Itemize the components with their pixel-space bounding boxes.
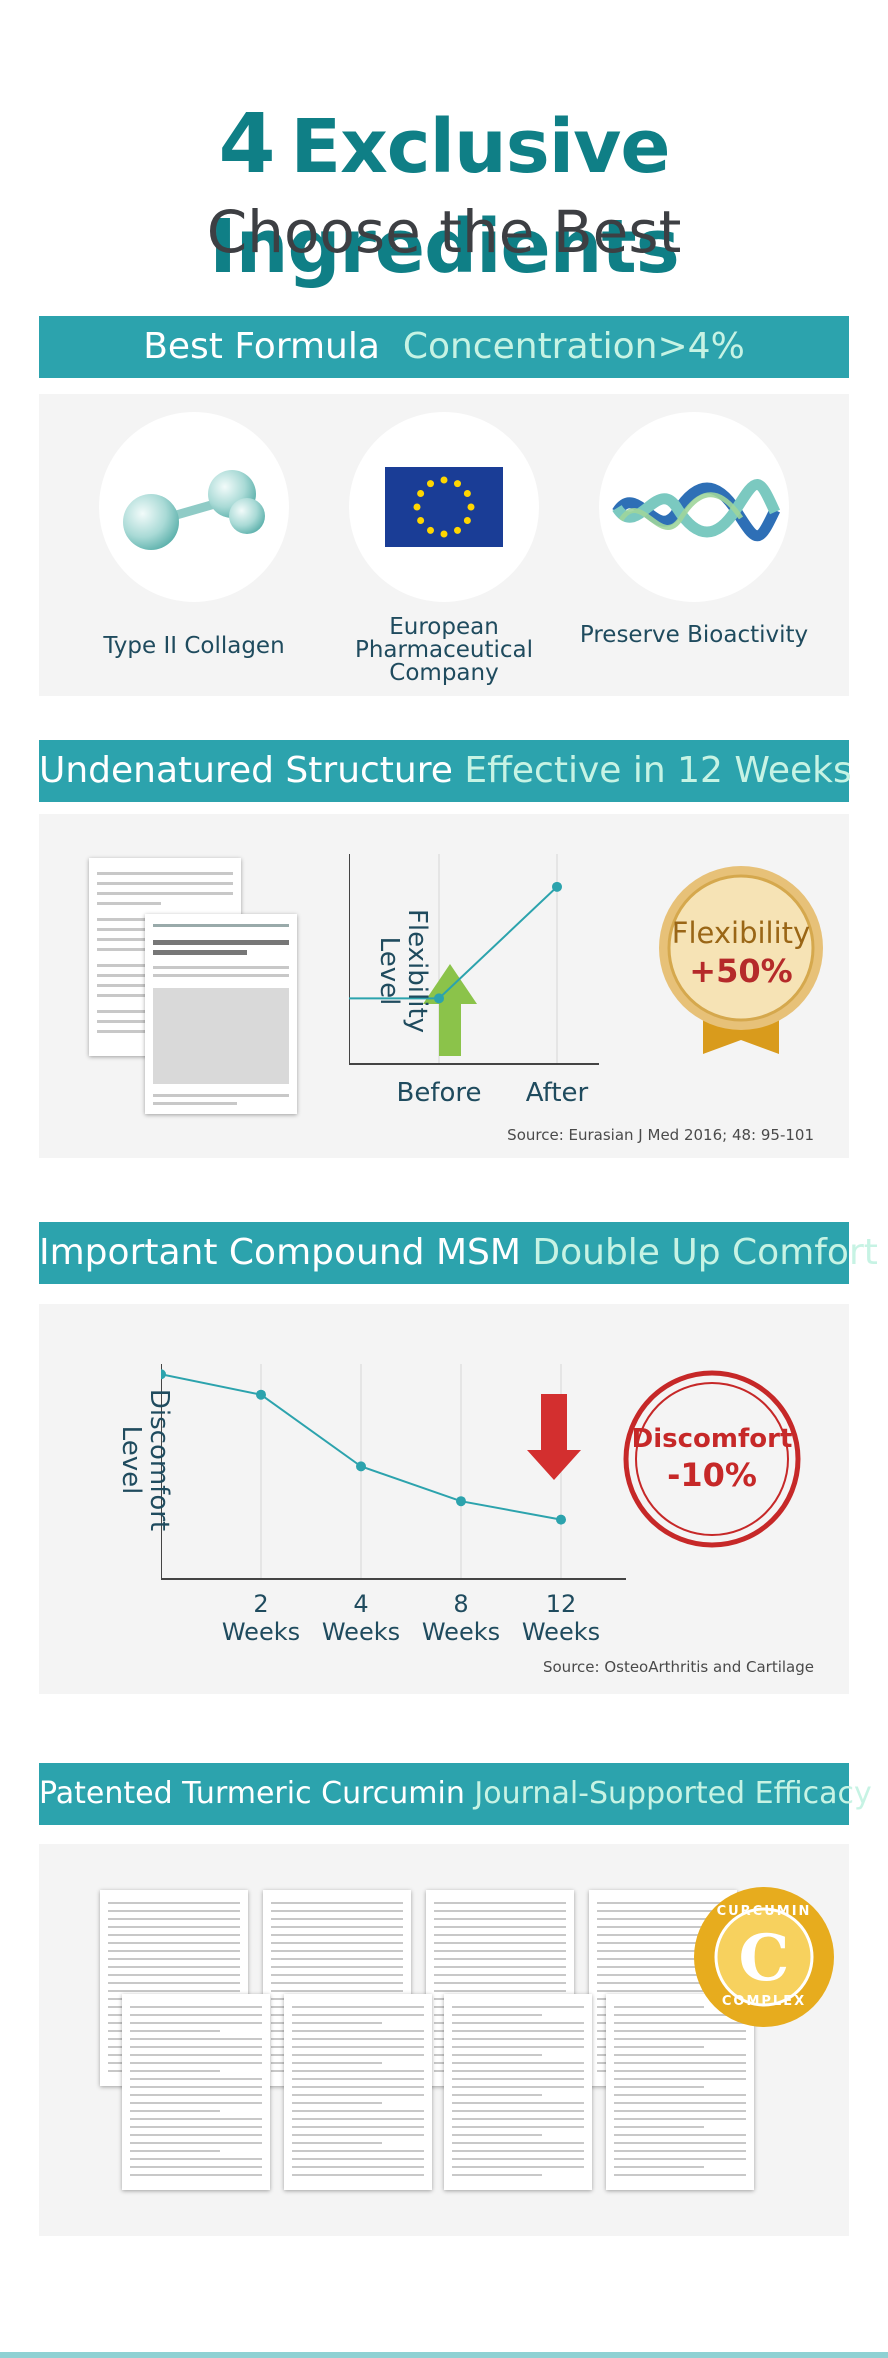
section2-highlight: Effective in 12 Weeks bbox=[464, 750, 852, 791]
discomfort-ylabel: Discomfort Level bbox=[116, 1388, 174, 1532]
section1-title: Best Formula bbox=[143, 326, 380, 367]
section4-highlight: Journal-Supported Efficacy bbox=[474, 1776, 872, 1811]
increase-arrow-icon bbox=[423, 964, 477, 1056]
curcumin-seal-icon bbox=[694, 1887, 834, 2027]
discomfort-point bbox=[161, 1369, 166, 1380]
flexibility-ylabel: Flexibility Level bbox=[374, 908, 432, 1034]
discomfort-point bbox=[356, 1461, 366, 1472]
badge-discomfort-value: -10% bbox=[667, 1456, 757, 1494]
hero-number: 4 bbox=[218, 97, 275, 192]
flag-star bbox=[427, 526, 434, 534]
flexibility-chart bbox=[349, 854, 599, 1065]
section3-panel: Discomfort Level 2 Weeks 4 Weeks 8 Weeks… bbox=[39, 1304, 849, 1694]
seal-bottom-text: COMPLEX bbox=[721, 1994, 807, 2009]
section4-panel: CURCUMIN C COMPLEX bbox=[39, 1844, 849, 2236]
discomfort-stamp-icon bbox=[623, 1370, 801, 1548]
decrease-arrow-icon bbox=[527, 1394, 581, 1480]
item-label-bioactivity: Preserve Bioactivity bbox=[579, 622, 809, 648]
seal-top-text: CURCUMIN bbox=[716, 1904, 812, 1919]
section4-title: Patented Turmeric Curcumin bbox=[39, 1776, 465, 1811]
flag-star bbox=[463, 517, 471, 524]
section3-highlight: Double Up Comfort bbox=[532, 1232, 878, 1273]
badge-flexibility-title: Flexibility bbox=[671, 916, 811, 950]
section3-title: Important Compound MSM bbox=[39, 1232, 521, 1273]
discomfort-point bbox=[456, 1496, 466, 1507]
flag-star bbox=[454, 526, 461, 534]
journal-paper bbox=[145, 914, 297, 1114]
section1-panel: Type II Collagen European Pharmaceutical… bbox=[39, 394, 849, 696]
molecule-circle bbox=[99, 412, 289, 602]
seal-letter: C bbox=[738, 1921, 790, 1996]
journal-paper bbox=[284, 1994, 432, 2190]
x-tick-after: After bbox=[525, 1078, 589, 1108]
flag-star bbox=[440, 476, 448, 484]
footer-line bbox=[0, 2352, 888, 2358]
discomfort-point bbox=[256, 1389, 266, 1400]
flag-circle bbox=[349, 412, 539, 602]
section2-banner: Undenatured Structure Effective in 12 We… bbox=[39, 740, 852, 802]
flexibility-point-after bbox=[552, 881, 562, 892]
section1-highlight: Concentration>4% bbox=[402, 326, 745, 367]
flag-star bbox=[413, 503, 421, 511]
item-label-collagen: Type II Collagen bbox=[103, 633, 285, 659]
x-tick-8-weeks: 8 Weeks bbox=[421, 1590, 501, 1646]
discomfort-point bbox=[556, 1514, 566, 1525]
journal-paper bbox=[606, 1994, 754, 2190]
section3-banner: Important Compound MSM Double Up Comfort bbox=[39, 1222, 878, 1284]
source-note: Source: OsteoArthritis and Cartilage bbox=[542, 1658, 814, 1676]
flag-star bbox=[454, 480, 461, 488]
gold-medal-icon bbox=[659, 866, 823, 1054]
discomfort-chart bbox=[161, 1364, 626, 1580]
x-tick-before: Before bbox=[396, 1078, 482, 1108]
flag-star bbox=[417, 490, 425, 497]
helix-icon bbox=[612, 479, 781, 542]
eu-flag-icon bbox=[385, 467, 503, 547]
badge-discomfort-title: Discomfort bbox=[631, 1424, 793, 1454]
section4-banner: Patented Turmeric Curcumin Journal-Suppo… bbox=[39, 1763, 872, 1825]
molecule-icon bbox=[123, 470, 265, 550]
flag-star bbox=[467, 503, 475, 511]
x-tick-4-weeks: 4 Weeks bbox=[321, 1590, 401, 1646]
hero-subtitle: Choose the Best bbox=[206, 198, 682, 266]
hero-title-text: Exclusive Ingredients bbox=[209, 104, 679, 290]
flexibility-point-before bbox=[434, 993, 444, 1004]
helix-circle bbox=[599, 412, 789, 602]
badge-flexibility-value: +50% bbox=[689, 952, 793, 990]
flag-star bbox=[427, 480, 434, 488]
journal-paper bbox=[122, 1994, 270, 2190]
flag-star bbox=[417, 517, 425, 524]
source-note: Source: Eurasian J Med 2016; 48: 95-101 bbox=[507, 1126, 814, 1144]
flag-star bbox=[440, 530, 448, 538]
section1-banner: Best Formula Concentration>4% bbox=[39, 316, 849, 378]
item-label-company: European Pharmaceutical Company bbox=[354, 614, 533, 686]
flag-star bbox=[463, 490, 471, 497]
section2-title: Undenatured Structure bbox=[39, 750, 453, 791]
x-tick-2-weeks: 2 Weeks bbox=[221, 1590, 301, 1646]
journal-paper bbox=[444, 1994, 592, 2190]
x-tick-12-weeks: 12 Weeks bbox=[521, 1590, 601, 1646]
section2-panel: Flexibility Level Before After Flexibili… bbox=[39, 814, 849, 1158]
